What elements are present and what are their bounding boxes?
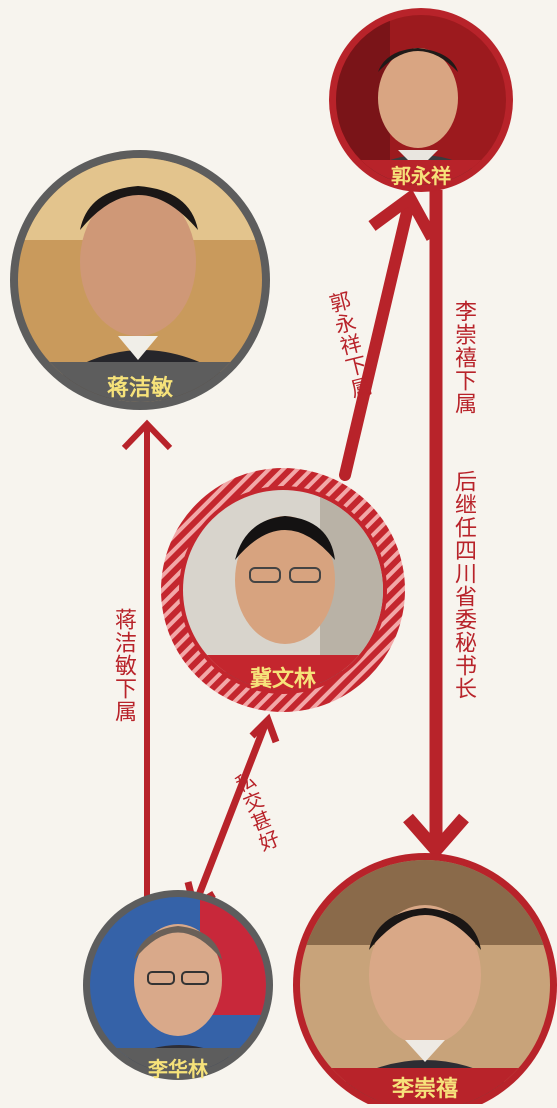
person-jiang-jiemin: 蒋洁敏 bbox=[10, 150, 270, 410]
name-guo: 郭永祥 bbox=[391, 164, 451, 188]
label-li-to-guo: 李崇禧下属 bbox=[451, 300, 476, 415]
label-li-to-jiang: 蒋洁敏下属 bbox=[111, 608, 136, 723]
person-guo-yongxiang: 郭永祥 bbox=[329, 8, 513, 192]
arrow-guo-to-li bbox=[403, 190, 469, 860]
portrait-jiang bbox=[18, 158, 262, 402]
person-li-hualin: 李华林 bbox=[83, 890, 273, 1081]
name-ji: 冀文林 bbox=[250, 666, 316, 692]
label-guo-to-li: 后继任四川省委秘书长 bbox=[451, 470, 476, 700]
name-li-chuncheng: 李崇禧 bbox=[391, 1076, 458, 1102]
arrow-ji-to-guo bbox=[339, 189, 438, 481]
name-jiang: 蒋洁敏 bbox=[107, 375, 173, 401]
name-li-hualin: 李华林 bbox=[147, 1057, 208, 1081]
arrow-li-to-jiang bbox=[121, 419, 173, 905]
person-li-chuncheng: 李崇禧 bbox=[293, 853, 557, 1108]
person-ji-wenlin: 冀文林 bbox=[161, 468, 405, 712]
portrait-li-hualin bbox=[90, 897, 266, 1073]
